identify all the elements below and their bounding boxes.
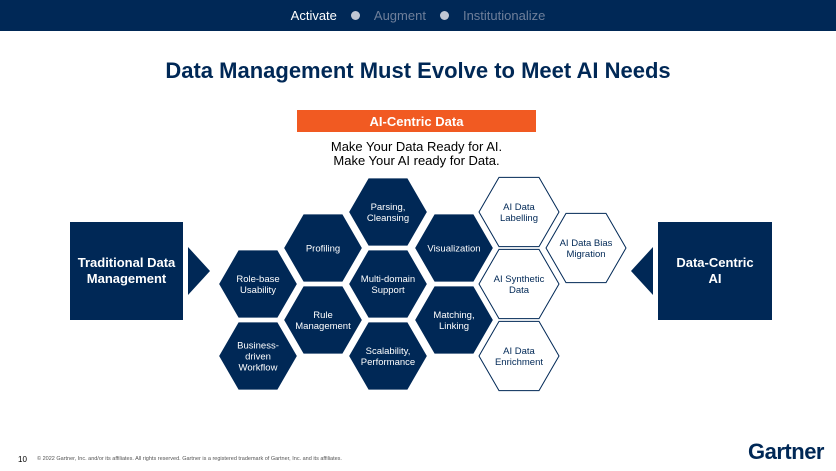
hexagon-shape bbox=[478, 248, 560, 320]
hexagon-label-line: AI Data Bias bbox=[560, 238, 613, 249]
hexagon-shape bbox=[478, 320, 560, 392]
hexagon-label-line: Cleansing bbox=[367, 213, 409, 224]
hexagon-matching-linking: Matching,Linking bbox=[412, 284, 496, 356]
hexagon-shape bbox=[216, 320, 300, 392]
top-progress-bar bbox=[0, 0, 836, 31]
hexagon-label-line: Matching, bbox=[433, 310, 474, 321]
slide-title: Data Management Must Evolve to Meet AI N… bbox=[165, 58, 671, 83]
hexagon-label-line: Scalability, bbox=[366, 346, 411, 357]
hexagon-shape bbox=[281, 212, 365, 284]
hexagon-label-line: Business- bbox=[237, 341, 279, 352]
left-box-line-1: Traditional Data bbox=[77, 255, 176, 270]
right-arrow-icon bbox=[188, 247, 210, 295]
right-box-line-1: Data-Centric bbox=[676, 255, 754, 270]
hexagon-shape bbox=[216, 248, 300, 320]
stage-separator-dot bbox=[350, 11, 360, 20]
hexagon-label-line: Role-base bbox=[236, 274, 279, 285]
left-arrow-icon bbox=[631, 247, 653, 295]
hexagon-label-line: Usability bbox=[240, 285, 276, 296]
right-box-line-2: AI bbox=[708, 271, 722, 286]
hexagon-label-line: driven bbox=[245, 352, 271, 363]
hexagon-shape bbox=[346, 248, 430, 320]
stage-institutionalize: Institutionalize bbox=[462, 8, 546, 23]
stage-separator-dot bbox=[439, 11, 449, 20]
hexagon-shape bbox=[346, 320, 430, 392]
hexagon-parsing-cleansing: Parsing,Cleansing bbox=[346, 176, 430, 248]
hexagon-label-line: Rule bbox=[313, 310, 333, 321]
hexagon-label-line: Profiling bbox=[306, 244, 340, 255]
subtitle: Make Your Data Ready for AI. Make Your A… bbox=[300, 140, 533, 168]
hexagon-shape bbox=[346, 176, 430, 248]
hexagon-label-line: Data bbox=[509, 285, 530, 296]
hexagon-shape bbox=[412, 284, 496, 356]
page-number: 10 bbox=[18, 455, 27, 464]
copyright-notice: © 2022 Gartner, Inc. and/or its affiliat… bbox=[37, 456, 342, 462]
hexagon-shape bbox=[545, 212, 627, 284]
hexagon-label-line: Parsing, bbox=[371, 202, 406, 213]
stage-augment: Augment bbox=[373, 8, 426, 23]
hexagon-profiling: Profiling bbox=[281, 212, 365, 284]
hexagon-visualization: Visualization bbox=[412, 212, 496, 284]
hexagon-label-line: Visualization bbox=[427, 244, 480, 255]
hexagon-label-line: Management bbox=[295, 321, 351, 332]
hexagon-label-line: Workflow bbox=[239, 363, 278, 374]
left-box-line-2: Management bbox=[86, 271, 167, 286]
hexagon-shape bbox=[478, 176, 560, 248]
hexagon-scalability-performance: Scalability,Performance bbox=[346, 320, 430, 392]
hexagon-label-line: AI Data bbox=[503, 346, 535, 357]
hexagon-label-line: AI Synthetic bbox=[494, 274, 545, 285]
hexagon-label-line: Multi-domain bbox=[361, 274, 415, 285]
stage-activate: Activate bbox=[290, 8, 337, 23]
hexagon-label-line: AI Data bbox=[503, 202, 535, 213]
hexagon-label-line: Labelling bbox=[500, 213, 538, 224]
hexagon-label-line: Support bbox=[371, 285, 405, 296]
data-centric-ai-box: Data-Centric AI bbox=[658, 222, 772, 320]
hexagon-label-line: Performance bbox=[361, 357, 415, 368]
subtitle-line-2: Make Your AI ready for Data. bbox=[333, 153, 500, 168]
hexagon-label-line: Migration bbox=[566, 249, 605, 260]
progress-stages: Activate Augment Institutionalize bbox=[0, 0, 836, 31]
hexagon-label-line: Enrichment bbox=[495, 357, 543, 368]
gartner-logo: Gartner bbox=[748, 439, 824, 464]
traditional-data-management-box: Traditional Data Management bbox=[70, 222, 183, 320]
hexagon-shape bbox=[281, 284, 365, 356]
hexagon-shape bbox=[412, 212, 496, 284]
subtitle-line-1: Make Your Data Ready for AI. bbox=[330, 139, 503, 154]
ai-centric-banner: AI-Centric Data bbox=[297, 110, 536, 132]
hexagon-label-line: Linking bbox=[439, 321, 469, 332]
